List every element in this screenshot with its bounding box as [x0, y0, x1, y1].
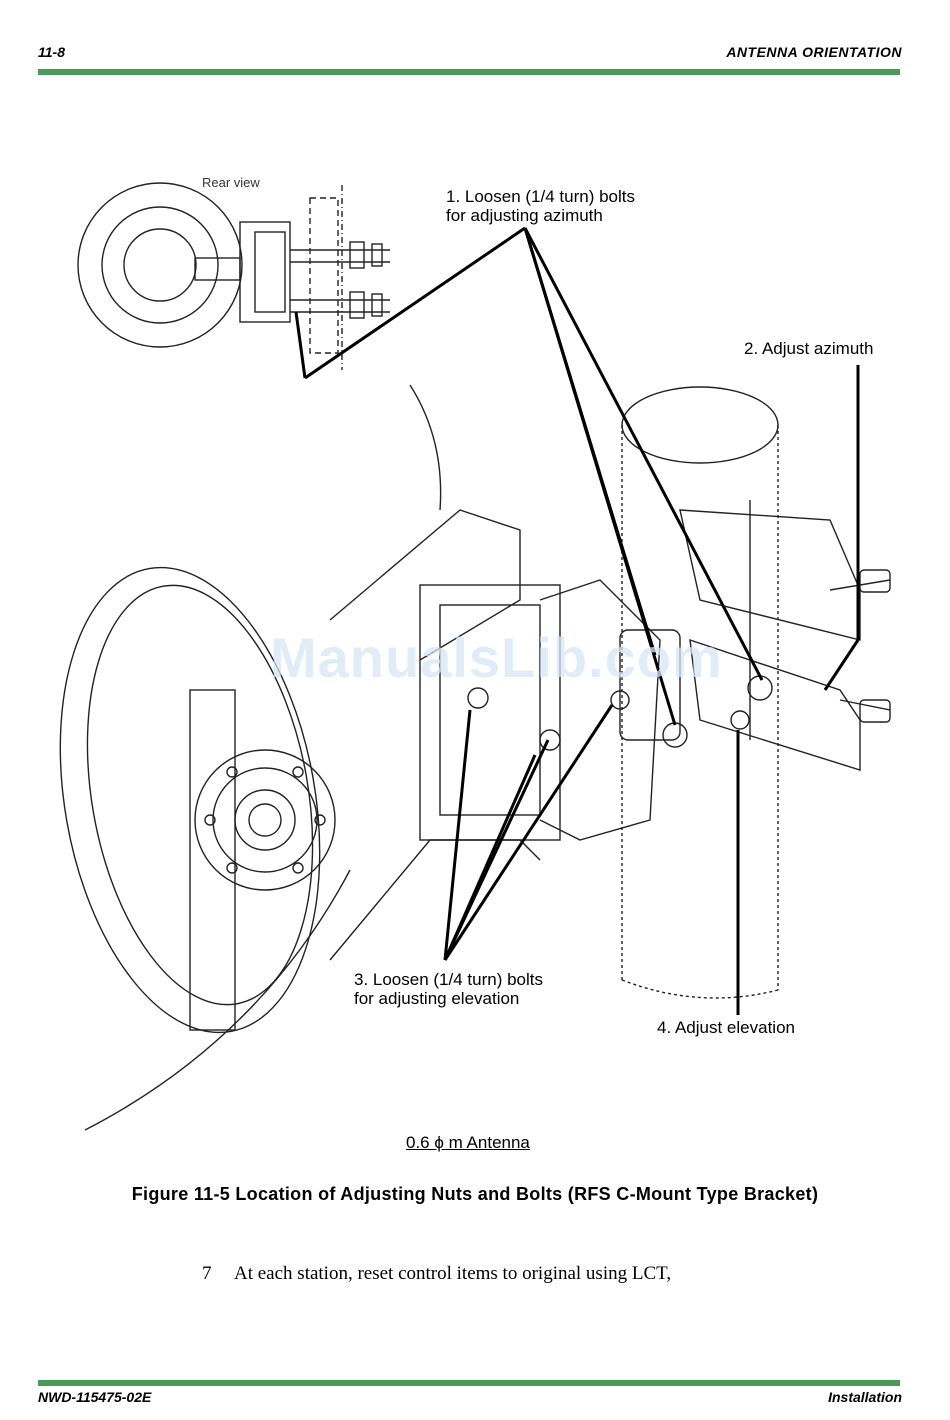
callout-elevation-bolts: 3. Loosen (1/4 turn) bolts for adjusting… [354, 970, 544, 1008]
step-text: At each station, reset control items to … [234, 1263, 672, 1284]
bracket-body [189, 509, 681, 1031]
rear-view-label: Rear view [202, 175, 260, 190]
rear-view-inset [77, 182, 390, 370]
leader-3a [443, 709, 472, 961]
document-number: NWD-115475-02E [38, 1389, 152, 1405]
header-rule [38, 69, 900, 75]
callout-azimuth-bolts: 1. Loosen (1/4 turn) bolts for adjusting… [446, 187, 636, 225]
footer-rule [38, 1380, 900, 1386]
watermark: ManualsLib.com [270, 626, 723, 689]
section-title: ANTENNA ORIENTATION [726, 44, 902, 60]
bracket-illustration [59, 182, 891, 1131]
callout-adjust-elevation: 4. Adjust elevation [657, 1018, 795, 1037]
procedure-step: 7 At each station, reset control items to… [202, 1263, 671, 1285]
leader-1e [523, 227, 764, 681]
chapter-name: Installation [828, 1389, 902, 1405]
leader-3c [443, 704, 614, 961]
page-number: 11-8 [38, 44, 65, 60]
feed-hub [194, 749, 336, 891]
leader-1d [523, 227, 677, 726]
callout-adjust-azimuth: 2. Adjust azimuth [744, 339, 874, 358]
antenna-label: 0.6 ϕ m Antenna [406, 1133, 530, 1152]
pole-clamp [679, 500, 891, 771]
mounting-pole [621, 386, 779, 999]
step-number: 7 [202, 1263, 212, 1284]
leader-2b [823, 639, 860, 691]
figure-caption: Figure 11-5 Location of Adjusting Nuts a… [131, 1184, 819, 1204]
leader-1b [294, 311, 307, 379]
leader-1a [304, 226, 526, 380]
antenna-dish [59, 384, 442, 1131]
leader-3d [443, 754, 537, 961]
bolts [467, 675, 773, 751]
